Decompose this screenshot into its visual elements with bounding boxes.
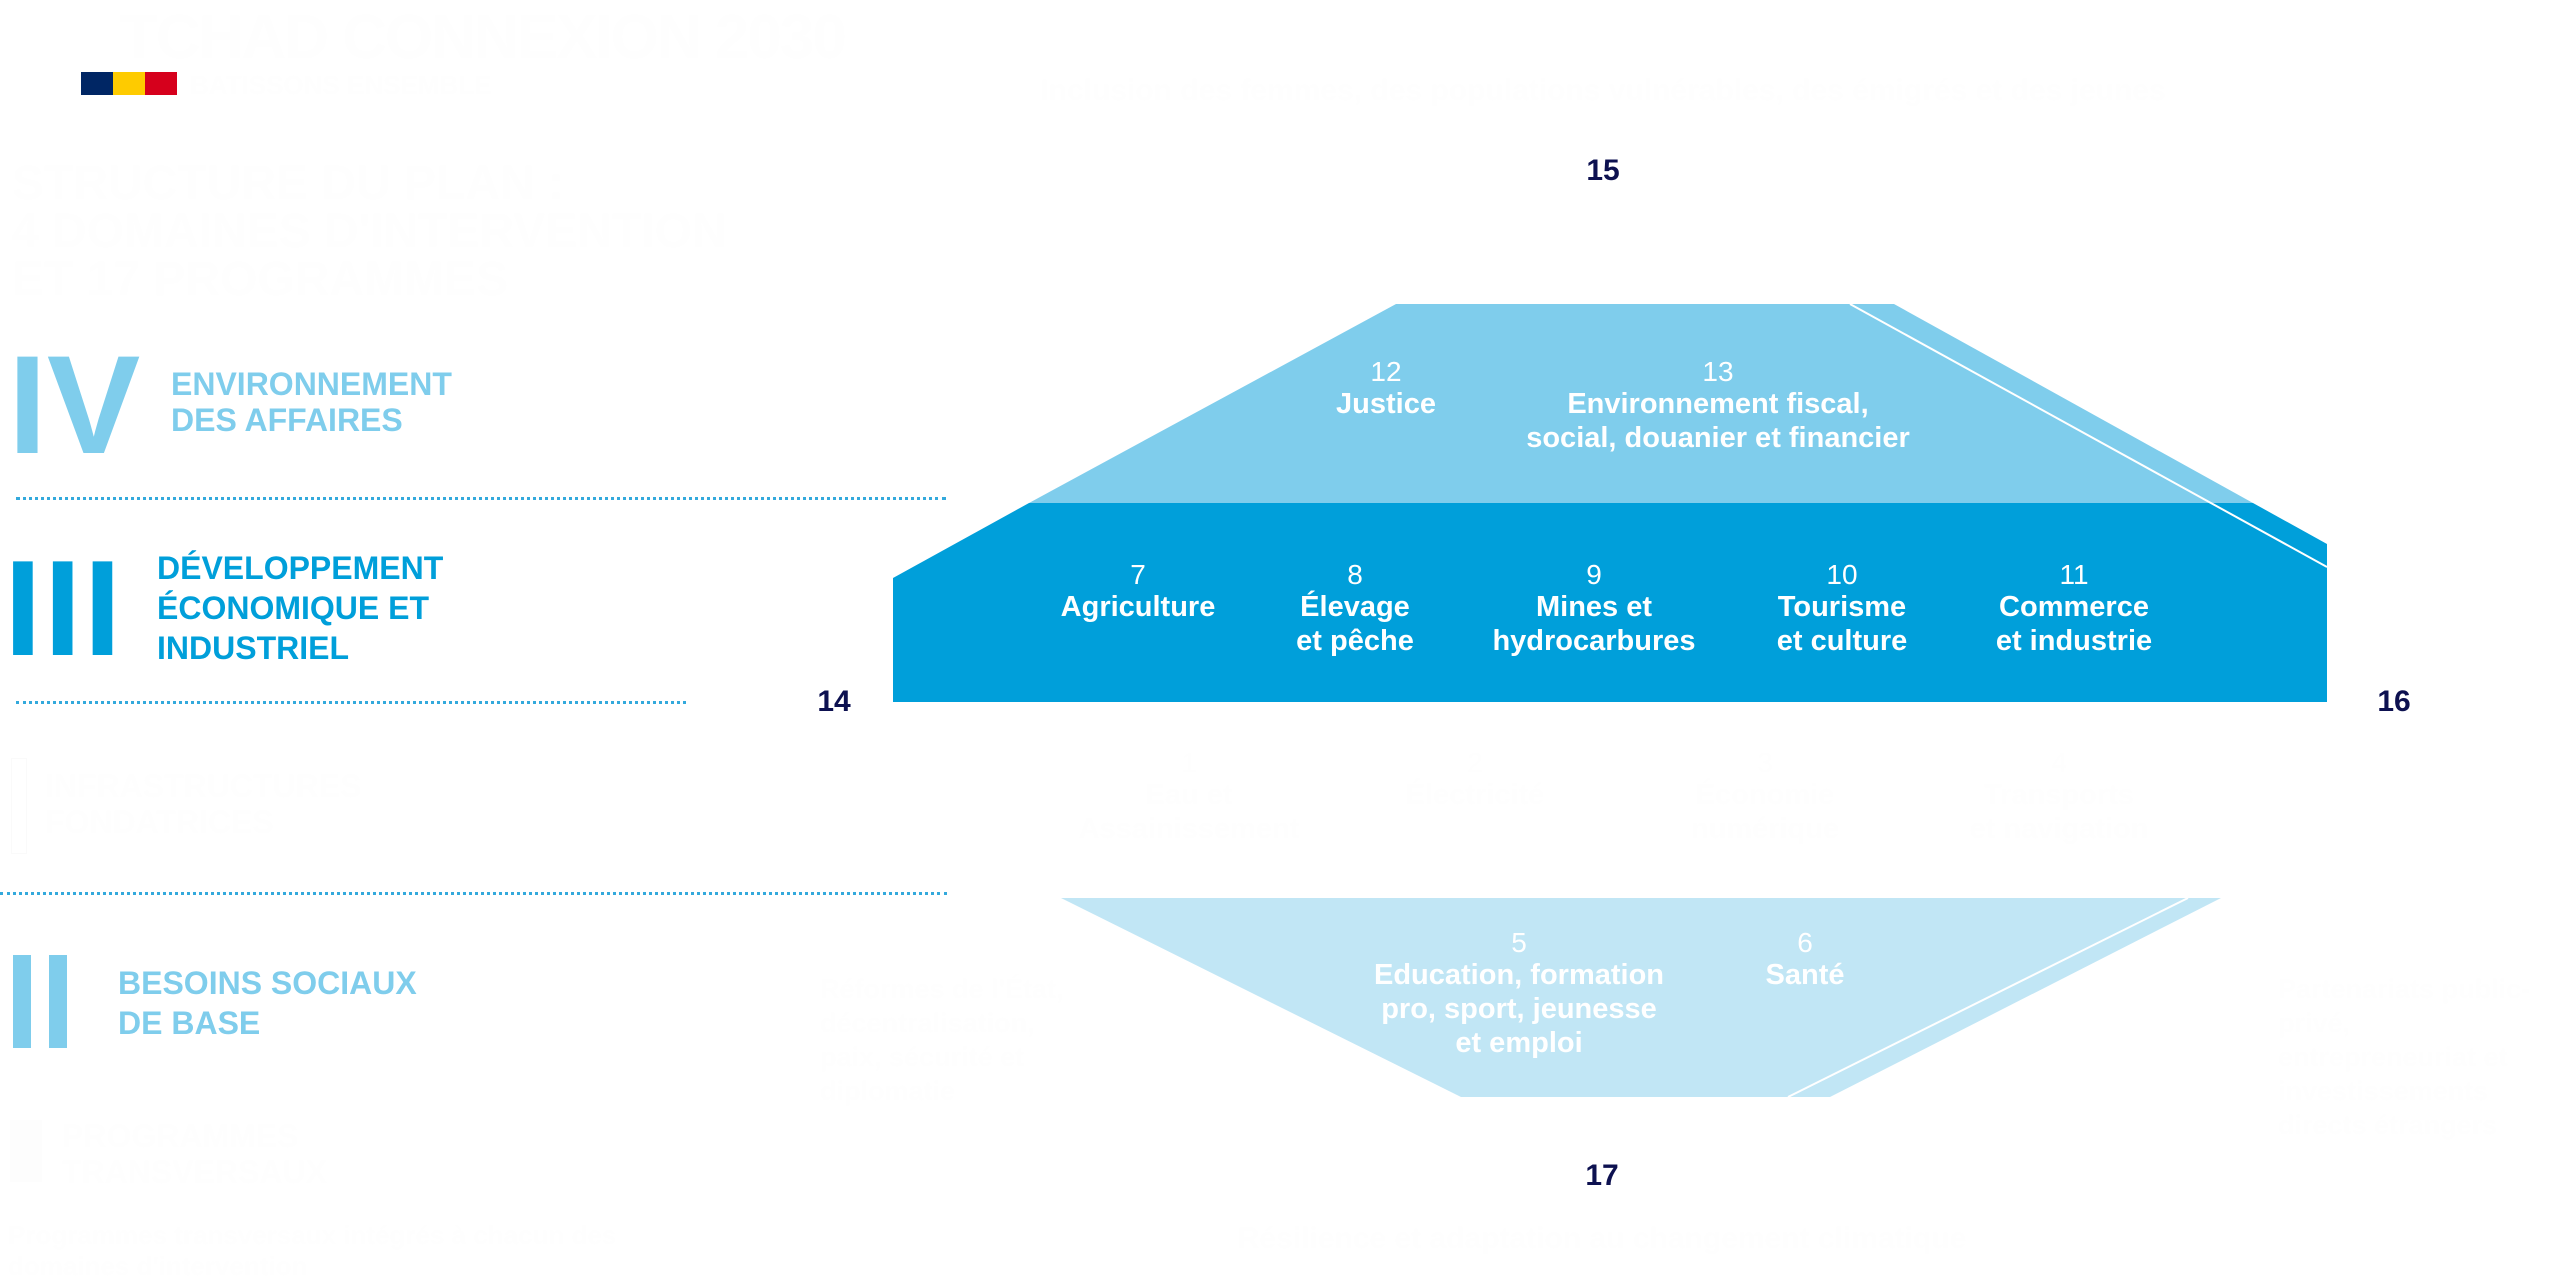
flag-stripe-yellow: [113, 72, 145, 95]
domain-iii-shape: [893, 503, 2327, 702]
label-line: ÉCONOMIQUE ET: [157, 590, 430, 626]
label-line: TRANSVERSAUX: [62, 1154, 327, 1190]
program-6: 6 Santé: [1766, 928, 1845, 992]
program-label: et industrie: [1995, 625, 2153, 657]
program-2: 2 Électricité: [1406, 748, 1545, 812]
flag-stripe-blue: [81, 72, 113, 95]
program-5: 5 Education, formation pro, sport, jeune…: [1374, 928, 1664, 1060]
domain-iv-label: ENVIRONNEMENT DES AFFAIRES: [171, 366, 452, 438]
brand-title: TCHAD CONNEXION 2030: [120, 3, 847, 72]
brand-tagline: BATISSONS ENSEMBLE: [190, 70, 492, 100]
divider: [16, 497, 946, 500]
label-line: INDUSTRIEL: [157, 630, 349, 666]
program-label: hydrocarbures: [1492, 625, 1696, 657]
domain-i-numeral: [11, 758, 27, 854]
program-number: 12: [1370, 356, 1402, 387]
diagonal-line: [1787, 897, 2189, 1098]
transversal-numeral: [10, 1120, 42, 1182]
program-17-text: Résilience et adaptation au changement c…: [1237, 1222, 1967, 1255]
program-number: 6: [1797, 927, 1813, 958]
title-line: ET 17 PROGRAMMES: [12, 253, 509, 306]
program-label: et emploi: [1455, 1027, 1583, 1059]
program-label: pro, sport, jeunesse: [1381, 993, 1657, 1025]
program-number: 8: [1347, 559, 1363, 590]
label-line: BESOINS SOCIAUX: [118, 965, 417, 1001]
domain-iii-numeral: III: [4, 532, 124, 684]
program-9: 9 Mines et hydrocarbures: [1492, 560, 1695, 658]
program-16-text: Partenariats public-privé, entrepreneuri…: [2278, 974, 2531, 1140]
program-8: 8 Élevage et pêche: [1296, 560, 1414, 658]
title-line: STRUCTURE DU PLAN :: [12, 157, 564, 210]
program-label: Santé: [1765, 959, 1845, 991]
domain-ii-numeral: [13, 955, 67, 1048]
program-label: Économie: [1695, 779, 1835, 811]
domain-i-label: INFRASTRUCTURES FONDATRICES: [45, 768, 361, 840]
program-label: Commerce: [1999, 591, 2149, 623]
program-11: 11 Commerce et industrie: [1996, 560, 2152, 658]
label-line: FONDATRICES: [45, 804, 274, 840]
program-number: 7: [1130, 559, 1146, 590]
program-label: Justice: [1336, 388, 1436, 420]
program-number: 9: [1586, 559, 1602, 590]
program-number: 2: [1467, 747, 1483, 778]
program-10: 10 Tourisme et culture: [1777, 560, 1908, 658]
program-label: Transports: [1984, 779, 2134, 811]
domain-ii-shape: [1061, 898, 2221, 1097]
program-label: Électricité: [1405, 779, 1545, 811]
program-16-number: 16: [2369, 681, 2419, 723]
program-label: Agriculture: [1060, 591, 1216, 623]
label-line: INFRASTRUCTURES: [45, 768, 362, 804]
program-14-number: 14: [809, 681, 859, 723]
program-7: 7 Agriculture: [1061, 560, 1216, 624]
divider: [0, 892, 947, 895]
transversal-label: PROGRAMMES TRANSVERSAUX: [62, 1118, 327, 1190]
program-15-text: Inclusion des femmes, des populations vu…: [1040, 74, 2166, 107]
program-13: 13 Environnement fiscal, social, douanie…: [1526, 357, 1910, 455]
program-number: 5: [1511, 927, 1527, 958]
program-1: 1 Eau et Assainissement: [1079, 748, 1300, 846]
label-line: DÉVELOPPEMENT: [157, 550, 444, 586]
label-line: DES AFFAIRES: [171, 402, 403, 438]
flag-stripe-red: [145, 72, 177, 95]
page-title: STRUCTURE DU PLAN : 4 DOMAINES D'INTERVE…: [12, 160, 727, 304]
program-label: Mines et: [1535, 591, 1653, 623]
program-number: 11: [2059, 559, 2089, 590]
program-15-number: 15: [1578, 150, 1628, 192]
program-label: Assainissement: [1078, 813, 1300, 845]
divider: [16, 701, 686, 704]
program-number: 1: [1181, 747, 1197, 778]
domain-iv-shape: [1029, 304, 2253, 503]
program-label: et pêche: [1296, 625, 1414, 657]
program-label: Eau et: [1145, 779, 1233, 811]
domain-iii-label: DÉVELOPPEMENT ÉCONOMIQUE ET INDUSTRIEL: [157, 548, 443, 668]
title-line: 4 DOMAINES D'INTERVENTION: [12, 205, 727, 258]
program-label: social, douanier et financier: [1526, 422, 1910, 454]
program-label: et culture: [1776, 625, 1908, 657]
program-label: Education, formation: [1374, 959, 1664, 991]
program-label: Élevage: [1300, 591, 1410, 623]
label-line: PROGRAMMES: [62, 1118, 299, 1154]
domain-ii-label: BESOINS SOCIAUX DE BASE: [118, 963, 417, 1043]
program-label: et navigation: [1969, 813, 2149, 845]
program-number: 13: [1702, 356, 1734, 387]
program-number: 10: [1826, 559, 1858, 590]
flag-logo: [81, 72, 177, 95]
program-3: 3 Économie numérique: [1691, 748, 1839, 846]
label-line: DE BASE: [118, 1005, 261, 1041]
domain-iv-numeral: IV: [8, 326, 141, 483]
program-17-number: 17: [1577, 1155, 1627, 1197]
program-label: Environnement fiscal,: [1567, 388, 1869, 420]
program-12: 12 Justice: [1336, 357, 1436, 421]
program-number: 4: [2051, 747, 2067, 778]
program-4: 4 Transports et navigation: [1970, 748, 2149, 846]
program-label: Tourisme: [1777, 591, 1907, 623]
diagonal-line: [1849, 303, 2328, 568]
program-label: numérique: [1690, 813, 1840, 845]
label-line: ENVIRONNEMENT: [171, 366, 452, 402]
program-14-text: Réformes de l'État, décentralisation, pa…: [820, 974, 1064, 1106]
program-number: 3: [1757, 747, 1773, 778]
